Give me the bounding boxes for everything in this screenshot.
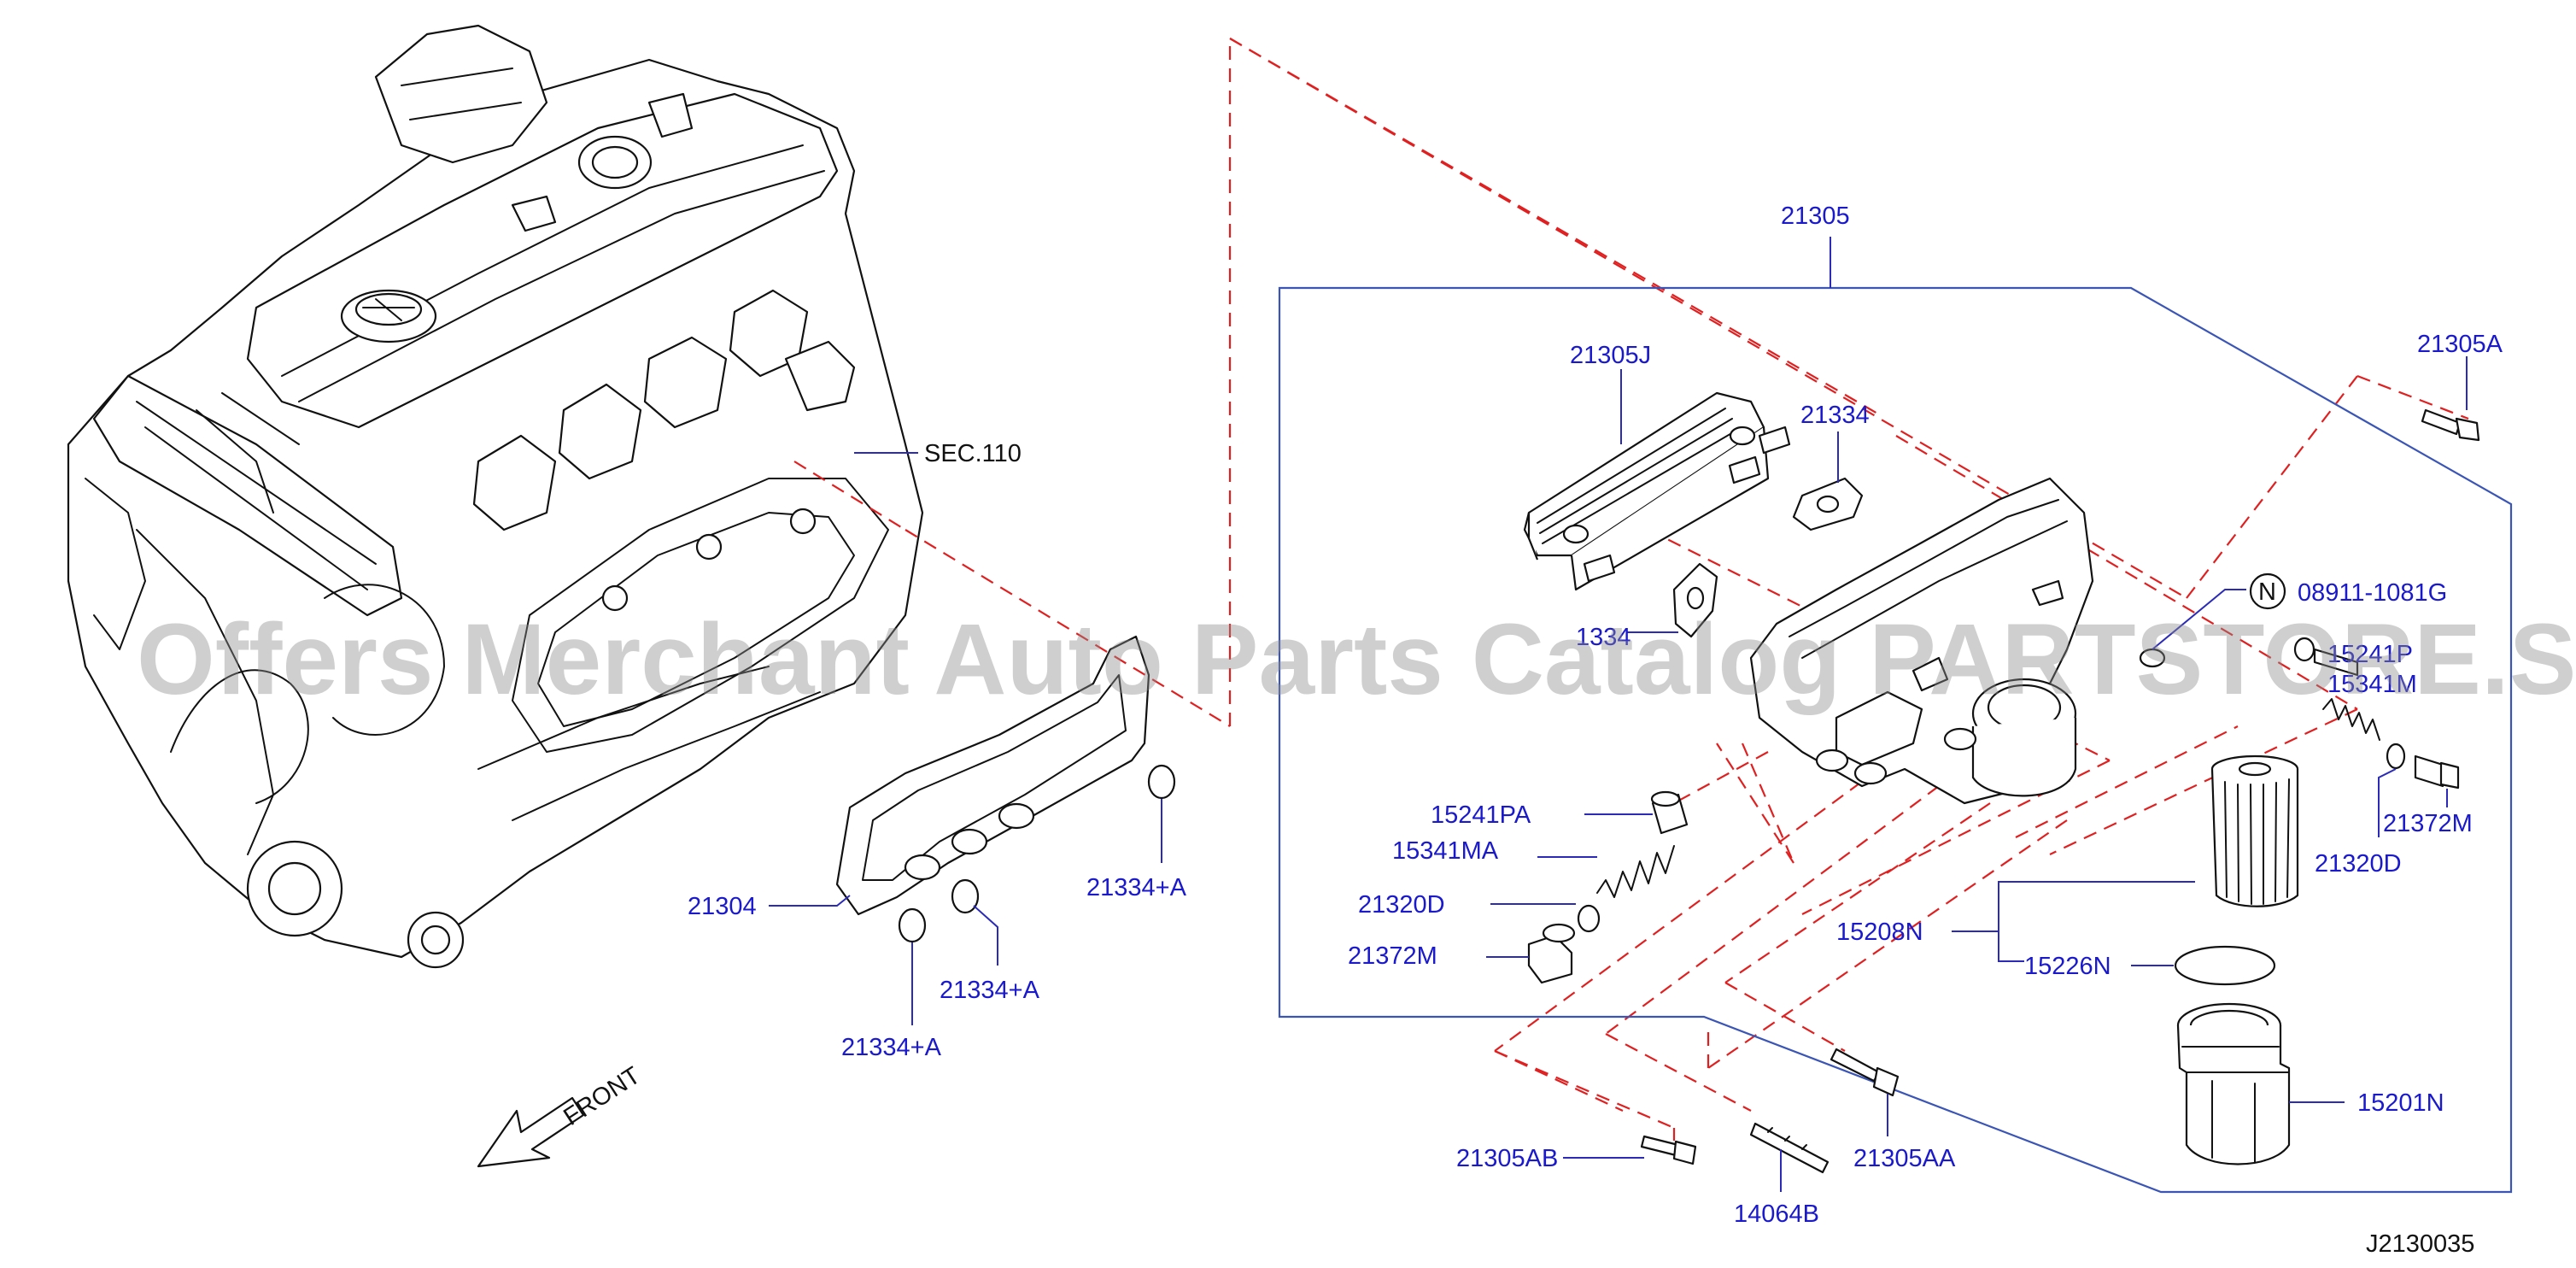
notice-n-symbol: N [2258,578,2276,606]
label-15208n[interactable]: 15208N [1836,919,1923,946]
assembly-21305-boundary [1278,286,2513,1194]
label-15341m-partial[interactable]: 15341M [2327,671,2417,698]
label-21305j[interactable]: 21305J [1570,342,1651,369]
o-ring-1 [898,907,927,943]
label-15341ma[interactable]: 15341MA [1392,837,1499,865]
label-21305a[interactable]: 21305A [2417,331,2503,358]
o-ring-2 [951,878,980,914]
label-21305[interactable]: 21305 [1781,203,1850,230]
leader-21304 [769,895,851,907]
label-14064b[interactable]: 14064B [1734,1200,1819,1228]
washer-21320d-left [1577,904,1601,933]
diagram-code: J2130035 [2366,1230,2474,1258]
label-21334[interactable]: 21334 [1800,402,1870,429]
plug-21372m-left [1527,923,1576,984]
washer-21320d-right [2386,743,2406,770]
section-ref-label[interactable]: SEC.110 [924,440,1022,467]
filter-cap-15201n [2176,1002,2291,1165]
front-label: FRONT [559,1061,645,1130]
leader-08911 [2152,589,2246,650]
o-ring-15226n [2174,945,2276,986]
gasket-21304-illustration [835,635,1150,916]
label-21372m-right[interactable]: 21372M [2383,810,2473,837]
leader-21320d-right [2378,768,2397,837]
label-21372m-left[interactable]: 21372M [1348,942,1437,970]
leader-21334a-2 [973,905,998,966]
valve-15241p [2313,648,2359,677]
spring-15341m-right [2322,698,2380,741]
label-08911[interactable]: 08911-1081G [2298,579,2447,607]
front-arrow-icon [477,1096,585,1168]
gasket-21334-upper-hole [1816,495,1840,514]
watermark: Offers Merchant Auto Parts Catalog PARTS… [137,603,2576,716]
label-15241p-partial[interactable]: 15241P [2327,641,2413,668]
label-21304[interactable]: 21304 [688,893,757,920]
notice-n-badge [2249,572,2286,610]
label-21320d-right[interactable]: 21320D [2315,850,2402,878]
plug-21372m-right [2414,754,2460,790]
stud-14064b [1749,1122,1830,1174]
label-15226n[interactable]: 15226N [2024,953,2111,980]
label-15241pa[interactable]: 15241PA [1431,801,1531,829]
label-21334a-3[interactable]: 21334+A [1086,874,1187,901]
label-21320d-left[interactable]: 21320D [1358,891,1445,919]
label-21305aa[interactable]: 21305AA [1853,1145,1956,1172]
filter-element-15208n [2210,754,2299,907]
spring-15341ma [1596,845,1675,898]
label-1334-partial[interactable]: 1334 [1576,624,1631,651]
o-ring-3 [1147,764,1176,800]
leader-15208n-15226n [1998,881,2195,962]
bolt-21305a [2421,408,2480,442]
oil-cooler-element-21305j [1523,391,1791,591]
label-15201n[interactable]: 15201N [2357,1089,2444,1117]
label-21305ab[interactable]: 21305AB [1456,1145,1558,1172]
label-21334a-2[interactable]: 21334+A [940,977,1040,1004]
bolt-21305ab [1640,1135,1697,1165]
gasket-21334-lower-hole [1686,586,1705,610]
valve-15241pa [1650,790,1689,835]
label-21334a-1[interactable]: 21334+A [841,1034,942,1061]
engine-block-illustration [67,24,924,969]
bolt-21305aa [1830,1048,1900,1097]
oil-filter-bracket-housing [1749,477,2094,805]
